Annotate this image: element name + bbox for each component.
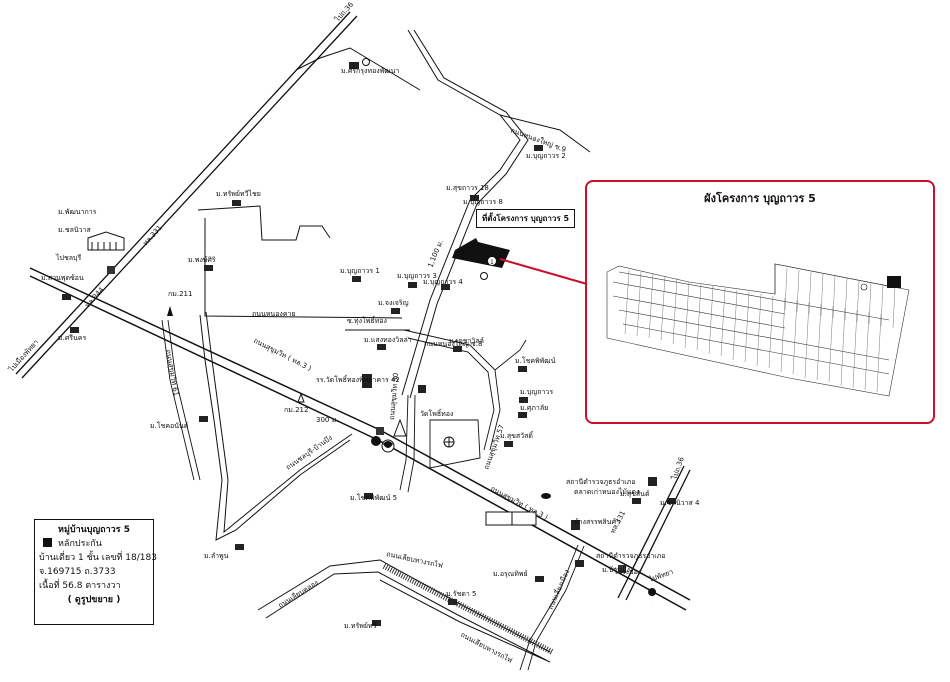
highway-nw (15, 11, 358, 379)
svg-text:ม.สุขถาวร 18: ม.สุขถาวร 18 (446, 184, 489, 192)
svg-text:ม.แสงทองวิลล่า: ม.แสงทองวิลล่า (364, 336, 412, 344)
svg-text:ม.สวนพุดซ้อน: ม.สวนพุดซ้อน (41, 274, 84, 282)
svg-text:ม.ชลนิวาส 4: ม.ชลนิวาส 4 (660, 499, 700, 507)
svg-text:สถานีตำรวจภูธรอำเภอ: สถานีตำรวจภูธรอำเภอ (596, 552, 666, 560)
legend-house-line: บ้านเดี่ยว 1 ชั้น เลขที่ 18/183 (39, 553, 157, 563)
legend-note: ( ดูรูปขยาย ) (67, 595, 121, 605)
svg-text:ม.โชคอนันต์: ม.โชคอนันต์ (150, 421, 189, 430)
svg-text:ม.พงษ์ศิริ: ม.พงษ์ศิริ (188, 256, 216, 264)
place-labels: ม.ศรีกรุงทองพัฒนา ม.บุญถาวร 2 ม.สุขถาวร … (41, 67, 700, 630)
svg-text:ถนนหนองใหญ่ ซ.8: ถนนหนองใหญ่ ซ.8 (424, 339, 482, 348)
subdivision-plan-drawing (606, 263, 910, 397)
svg-text:ถนนสุขุมวิท 57: ถนนสุขุมวิท 57 (482, 424, 506, 471)
svg-text:ม.จงเจริญ: ม.จงเจริญ (378, 299, 409, 307)
svg-text:ม.ศรีกรุงทองพัฒนา: ม.ศรีกรุงทองพัฒนา (341, 67, 399, 75)
svg-text:ม.สุขสวัสดิ์: ม.สุขสวัสดิ์ (500, 430, 534, 440)
svg-text:ไปเมืองพัทยา: ไปเมืองพัทยา (6, 338, 40, 374)
pin-icon (648, 588, 657, 604)
svg-text:ถนนเลี่ยงเมือง: ถนนเลี่ยงเมือง (546, 568, 572, 611)
numbered-circles (362, 58, 488, 280)
pagoda-icon (393, 418, 407, 437)
svg-text:ม.บุญถาวร 8: ม.บุญถาวร 8 (463, 198, 503, 206)
svg-text:ม.ศุภาลัย: ม.ศุภาลัย (520, 404, 548, 412)
boundary-stone-icon (43, 538, 52, 547)
svg-text:ม.ชลนิวาส: ม.ชลนิวาส (58, 226, 92, 234)
project-location-marker: 1 (452, 238, 510, 268)
svg-text:ม.บุญถาวร 1: ม.บุญถาวร 1 (340, 267, 380, 275)
legend-stone-row: หลักประกัน (39, 537, 149, 551)
road-ring-left (197, 205, 403, 541)
svg-text:ถนนสุขุมวิท ( ทล.3 ): ถนนสุขุมวิท ( ทล.3 ) (252, 337, 313, 373)
svg-text:ม.บุญถาวร 2: ม.บุญถาวร 2 (526, 152, 566, 160)
svg-text:ม.ทรัพย์ทวี: ม.ทรัพย์ทวี (344, 622, 377, 630)
callout-connector (499, 258, 588, 285)
logo-badges (485, 493, 551, 526)
railway-track (382, 563, 554, 655)
svg-text:ม.บุญถาวร: ม.บุญถาวร (520, 388, 553, 396)
legend-stone-label: หลักประกัน (58, 539, 102, 549)
svg-text:ม.ศรีนคร: ม.ศรีนคร (58, 334, 87, 342)
svg-text:ม.ลำพูน: ม.ลำพูน (204, 552, 229, 560)
project-callout: ที่ตั้งโครงการ บุญถาวร 5 (476, 209, 576, 228)
svg-text:ตลาดเก่าหนองไม้แดง: ตลาดเก่าหนองไม้แดง (574, 487, 640, 496)
svg-text:รร.วัดโพธิ์ทองพิทยาคาร 42: รร.วัดโพธิ์ทองพิทยาคาร 42 (316, 374, 400, 384)
svg-text:ไปถ.36: ไปถ.36 (332, 0, 355, 24)
interchange-markers (107, 266, 626, 573)
svg-text:ม.อรุณทิพย์: ม.อรุณทิพย์ (493, 570, 528, 578)
svg-text:ห้างสรรพสินค้า: ห้างสรรพสินค้า (574, 518, 620, 526)
svg-text:ไปชลบุรี: ไปชลบุรี (55, 253, 81, 262)
svg-text:ม.รัชดา 5: ม.รัชดา 5 (446, 590, 477, 598)
svg-text:กม.211: กม.211 (168, 290, 192, 298)
landmark-icons (62, 62, 676, 626)
plan-title: ผังโครงการ บุญถาวร 5 (704, 192, 816, 205)
compass-icon (443, 436, 455, 448)
svg-text:1: 1 (490, 259, 494, 266)
svg-text:ม.บ้านบึง: ม.บ้านบึง (602, 565, 630, 574)
svg-text:ถนนสุขุมวิท 61: ถนนสุขุมวิท 61 (164, 349, 180, 397)
spire-icon (167, 306, 305, 403)
gas-station-icon (381, 439, 395, 453)
svg-text:สถานีตำรวจภูธรอำเภอ: สถานีตำรวจภูธรอำเภอ (566, 478, 636, 486)
svg-text:ถนนหนองคาย: ถนนหนองคาย (252, 310, 296, 318)
svg-text:ม.บุญถาวร 3: ม.บุญถาวร 3 (397, 272, 437, 280)
svg-text:ม.พัฒนาการ: ม.พัฒนาการ (58, 208, 97, 216)
svg-text:ม.ทรัพย์ทวีไชย: ม.ทรัพย์ทวีไชย (216, 189, 261, 198)
legend-title: หมู่บ้านบุญถาวร 5 (58, 525, 130, 535)
legend-area-line: เนื้อที่ 56.8 ตารางวา (39, 581, 121, 591)
shell-icon (371, 436, 381, 446)
svg-text:ไปพัทยา: ไปพัทยา (647, 567, 675, 584)
svg-text:วัดโพธิ์ทอง: วัดโพธิ์ทอง (420, 408, 453, 418)
svg-text:ทล.331: ทล.331 (142, 224, 164, 248)
legend-deed-line: จ.169715 ถ.3733 (39, 567, 116, 577)
svg-text:300 ม.: 300 ม. (316, 416, 338, 424)
svg-text:ม.โชคพิพัฒน์: ม.โชคพิพัฒน์ (515, 356, 556, 365)
svg-text:ม.บุญถาวร 4: ม.บุญถาวร 4 (423, 278, 463, 286)
svg-text:กม.212: กม.212 (284, 406, 308, 414)
project-plan-inset: ผังโครงการ บุญถาวร 5 (585, 180, 935, 424)
temple-icon (87, 231, 125, 251)
svg-text:ถนนเลียบทางรถไฟ: ถนนเลียบทางรถไฟ (459, 630, 514, 665)
svg-text:ม.เดชาวิลล์: ม.เดชาวิลล์ (449, 337, 484, 345)
highway-se (617, 465, 691, 601)
svg-text:1,100 ม.: 1,100 ม. (426, 239, 444, 269)
svg-text:ไประยอง: ไประยอง (613, 567, 641, 576)
svg-text:ม.โชคพิพัฒน์ 5: ม.โชคพิพัฒน์ 5 (350, 493, 397, 502)
railway-roads (257, 559, 551, 663)
svg-text:ม.สุขสันต์: ม.สุขสันต์ (620, 490, 650, 498)
svg-text:ถนนเลียบทางรถไฟ: ถนนเลียบทางรถไฟ (386, 549, 444, 570)
legend-box: หมู่บ้านบุญถาวร 5 หลักประกัน บ้านเดี่ยว … (34, 519, 157, 625)
svg-text:ซ.ทุ่งโพธิ์ทอง: ซ.ทุ่งโพธิ์ทอง (347, 315, 387, 325)
secondary-roads (161, 319, 585, 671)
